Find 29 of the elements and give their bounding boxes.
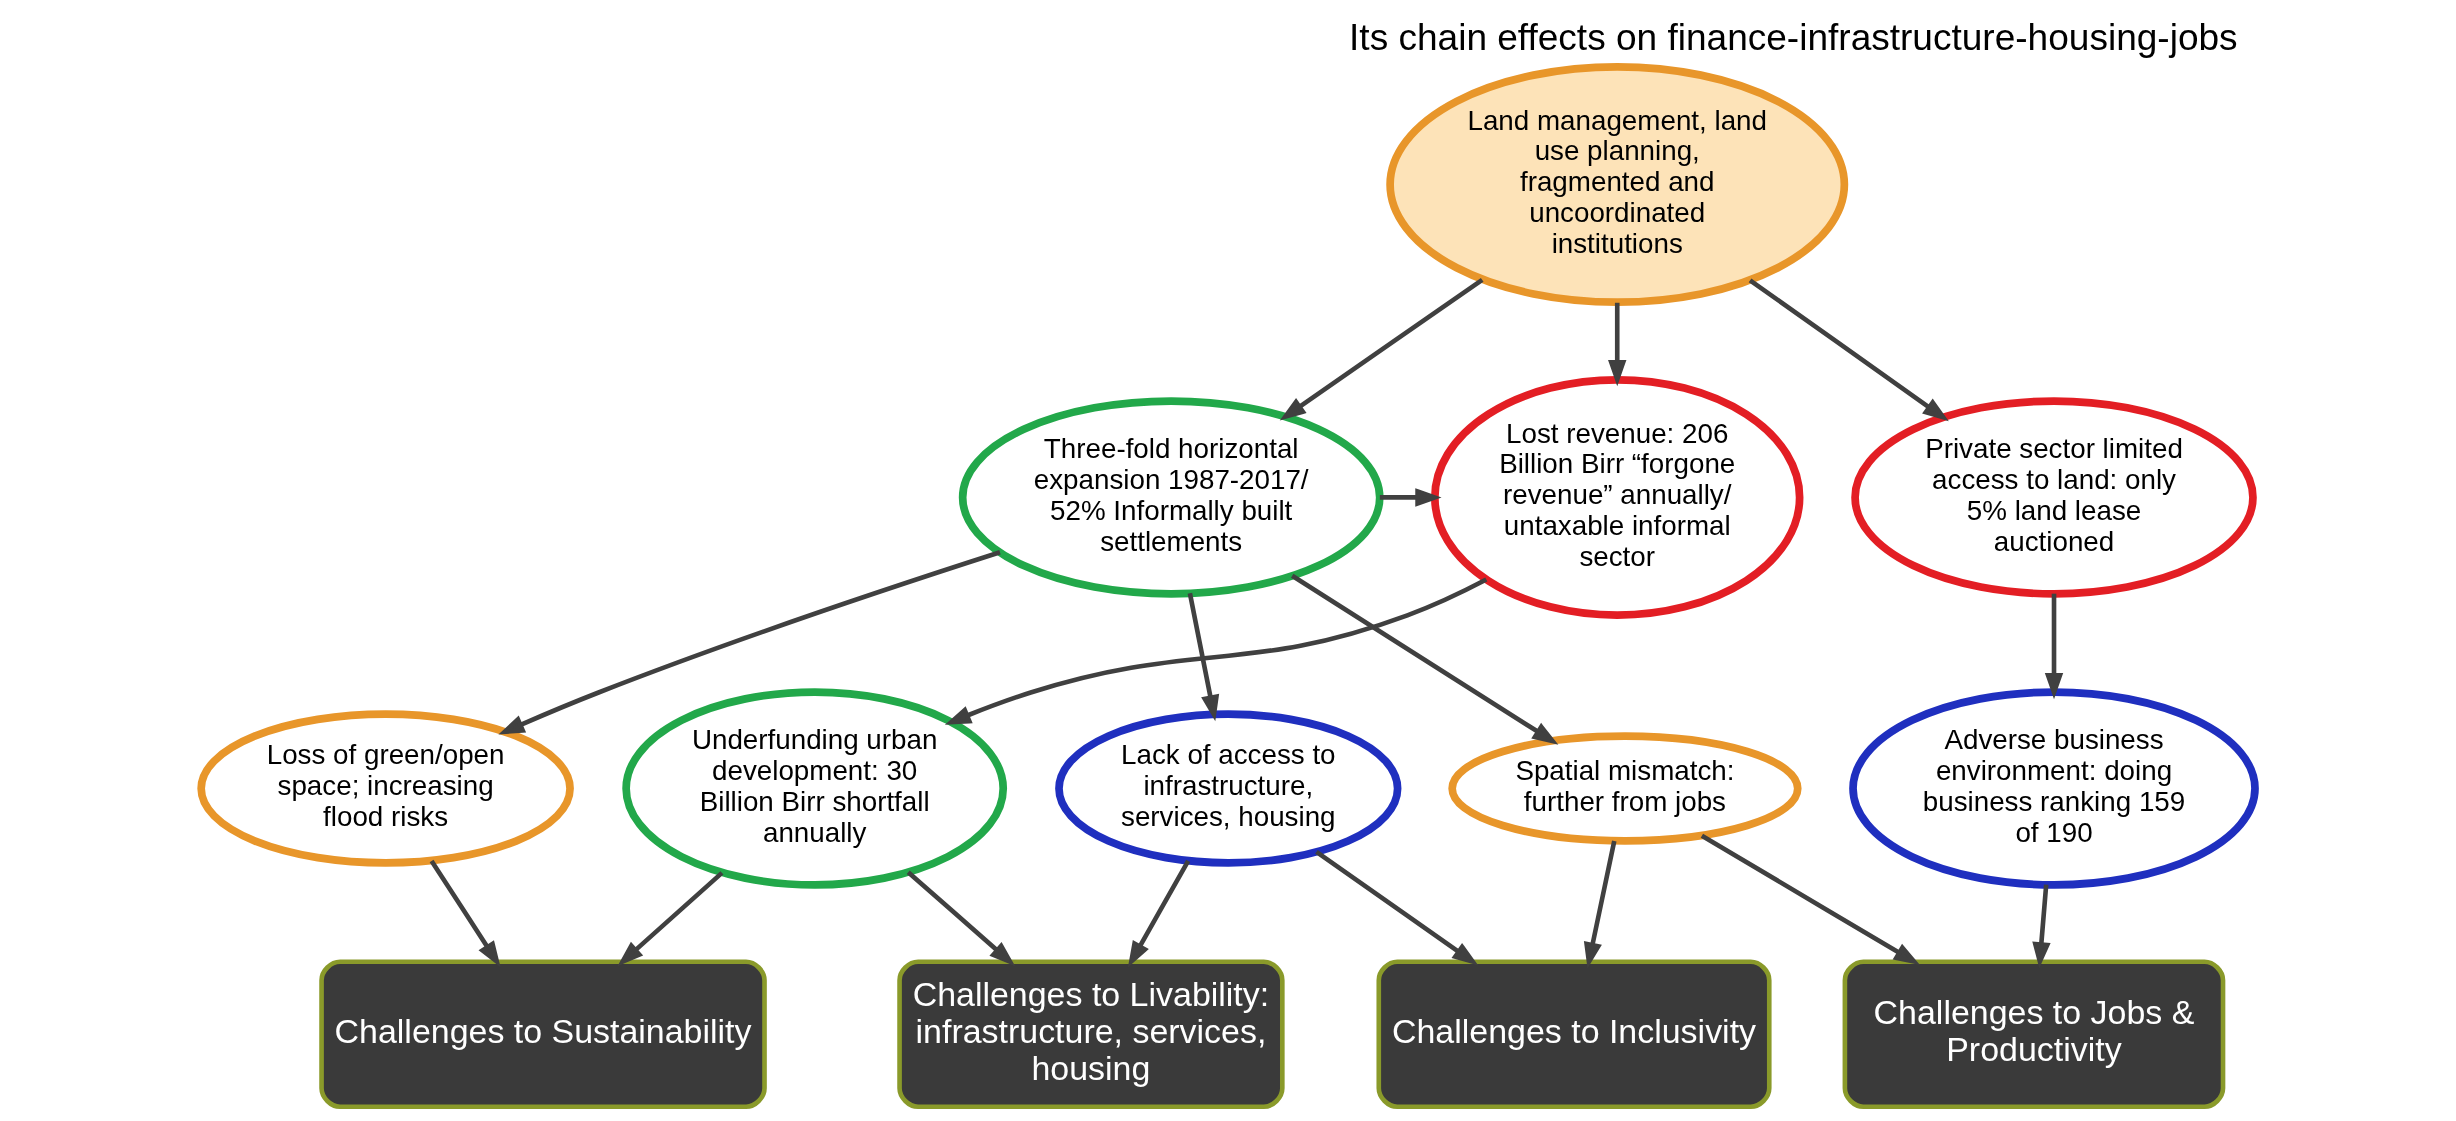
node-box: Challenges to Inclusivity: [1376, 959, 1772, 1110]
node-box: Challenges to Jobs & Productivity: [1842, 959, 2226, 1110]
node-box: Challenges to Livability: infrastructure, services, housing: [897, 959, 1285, 1110]
arrow: [1748, 278, 1949, 422]
node-ellipse: Loss of green/open space; increasing flood risks: [197, 710, 574, 867]
node-ellipse: Lost revenue: 206 Billion Birr “forgone revenue” annually/ untaxable informal sector: [1431, 375, 1804, 619]
arrow: [2032, 884, 2051, 969]
diagram-title: Its chain effects on finance-infrastructure-housing-jobs: [1349, 16, 2238, 59]
node-ellipse: Land management, land use planning, fragmented and uncoordinated institutions: [1386, 63, 1849, 307]
node-box: Challenges to Sustainability: [319, 959, 767, 1110]
arrow: [2044, 593, 2064, 700]
arrow: [1127, 859, 1191, 968]
arrow: [1315, 850, 1479, 966]
arrow: [1700, 833, 1920, 966]
node-ellipse: Adverse business environment: doing business ranking 159 of 190: [1849, 688, 2259, 889]
arrow: [1279, 277, 1484, 421]
node-ellipse: Lack of access to infrastructure, services, housing: [1055, 710, 1402, 867]
node-ellipse: Spatial mismatch: further from jobs: [1448, 732, 1802, 845]
arrow: [944, 577, 1488, 725]
arrow: [906, 870, 1016, 967]
arrow: [1187, 592, 1220, 722]
arrow: [1290, 573, 1559, 745]
arrow: [1379, 488, 1442, 507]
arrow: [498, 550, 1001, 735]
arrow: [617, 871, 724, 967]
arrow: [1608, 302, 1627, 387]
node-ellipse: Underfunding urban development: 30 Billion Birr shortfall annually: [622, 688, 1008, 889]
arrow: [429, 859, 501, 968]
arrow: [1583, 840, 1617, 969]
